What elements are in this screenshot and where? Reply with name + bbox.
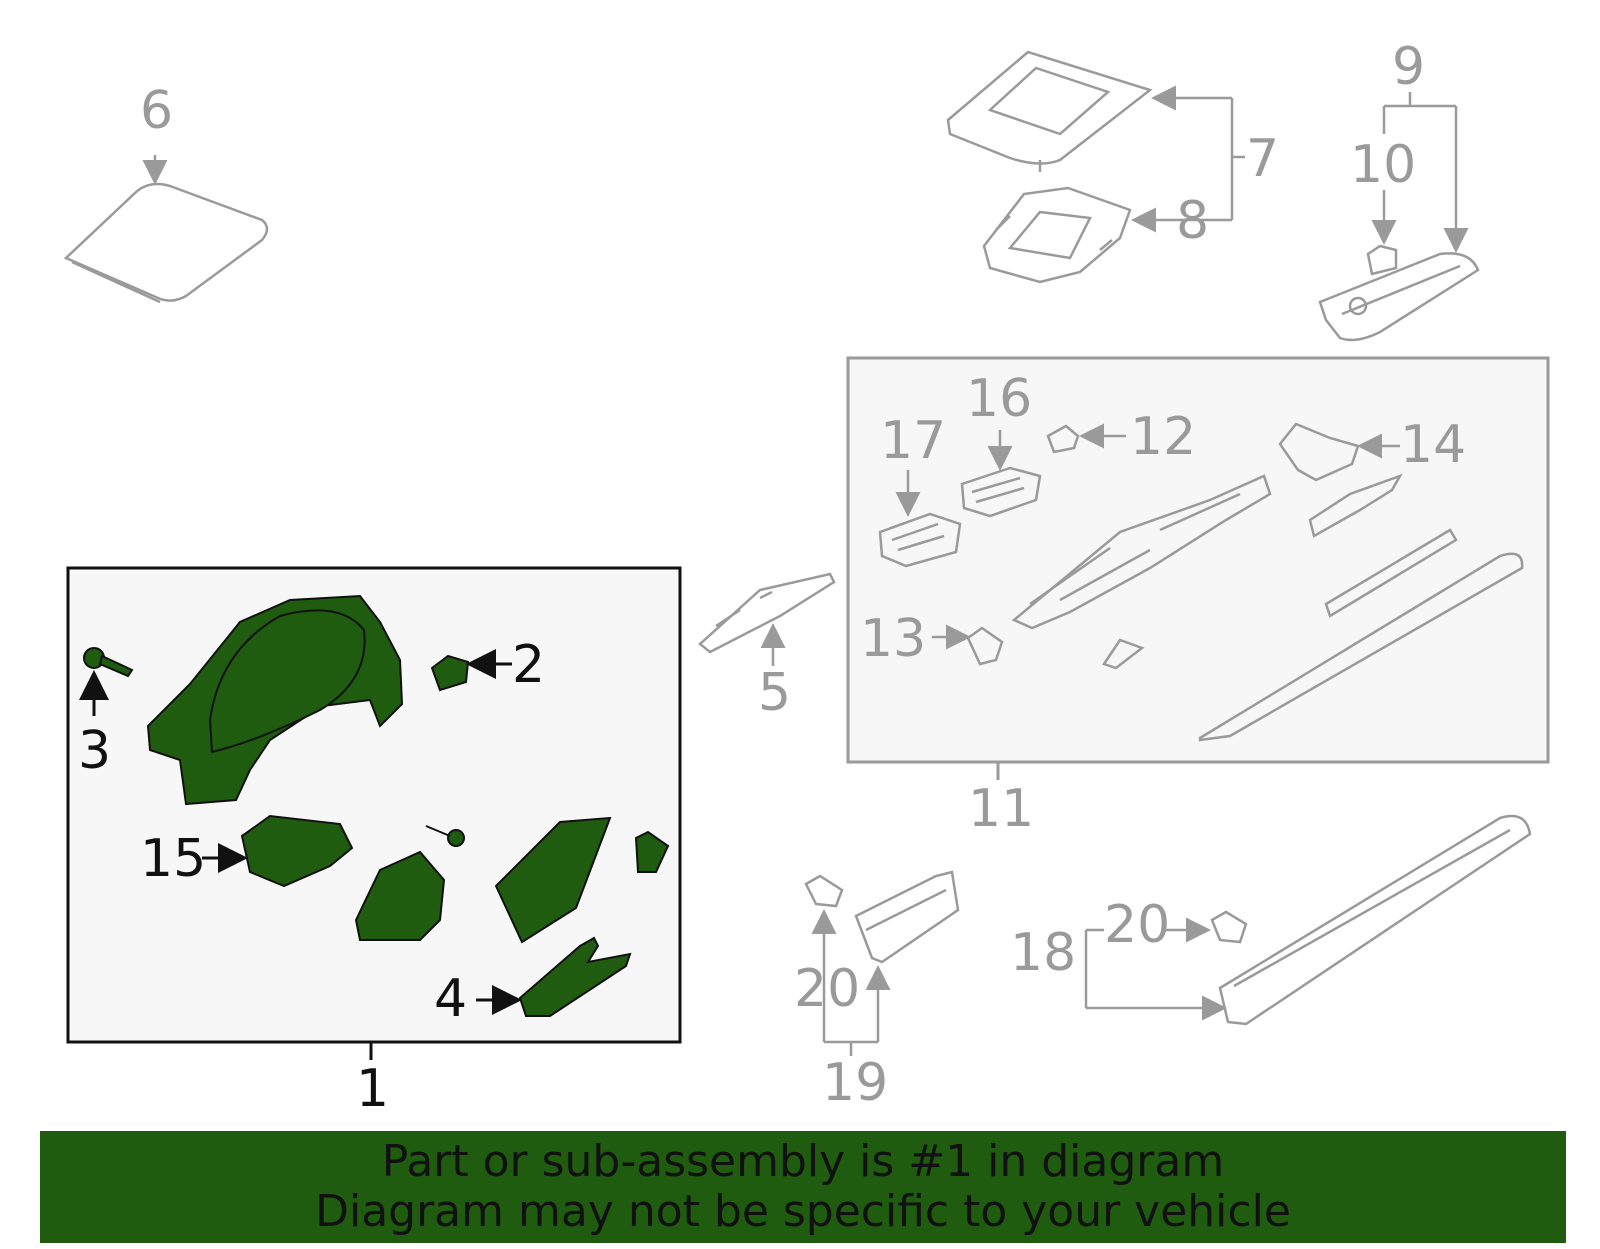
callout-6: 6 xyxy=(140,81,173,141)
callout-9: 9 xyxy=(1392,37,1425,97)
part-18-sill xyxy=(1084,814,1532,1026)
part-trim-panel xyxy=(494,816,670,944)
callout-10: 10 xyxy=(1350,135,1416,195)
part-4-bracket xyxy=(476,936,632,1017)
part-3-screw xyxy=(79,647,134,716)
part-1-cluster-housing xyxy=(146,594,404,806)
part-20-clip-a xyxy=(804,874,891,1056)
part-10-clip xyxy=(1366,244,1398,276)
part-6-cover xyxy=(63,155,269,304)
part-7-bezel xyxy=(946,50,1245,233)
callout-16: 16 xyxy=(966,369,1032,429)
part-11-frame xyxy=(1011,474,1524,742)
part-19-trim xyxy=(854,870,960,964)
callout-15: 15 xyxy=(140,829,206,889)
callout-8: 8 xyxy=(1176,191,1209,251)
callout-20-right: 20 xyxy=(1104,895,1170,955)
part-9-trim xyxy=(1318,92,1480,342)
callout-12: 12 xyxy=(1130,407,1196,467)
callout-13: 13 xyxy=(860,609,926,669)
info-banner: Part or sub-assembly is #1 in diagram Di… xyxy=(40,1131,1566,1243)
callout-11: 11 xyxy=(968,779,1034,839)
part-20-clip-b xyxy=(1164,910,1248,944)
part-5-bracket xyxy=(698,572,836,666)
callout-19: 19 xyxy=(822,1053,888,1113)
callout-7: 7 xyxy=(1246,129,1279,189)
callout-20-left: 20 xyxy=(794,959,860,1019)
part-14-bracket xyxy=(1278,422,1403,538)
banner-line-2: Diagram may not be specific to your vehi… xyxy=(315,1186,1291,1237)
part-12-clip xyxy=(1046,423,1126,454)
part-8-bracket xyxy=(982,186,1132,284)
part-13-clip xyxy=(932,624,1004,666)
callout-3: 3 xyxy=(78,721,111,781)
callout-4: 4 xyxy=(434,969,467,1029)
callout-5: 5 xyxy=(758,663,791,723)
callout-1: 1 xyxy=(356,1059,389,1119)
callout-17: 17 xyxy=(880,411,946,471)
callout-18: 18 xyxy=(1010,923,1076,983)
part-mount-bracket xyxy=(354,825,465,941)
banner-line-1: Part or sub-assembly is #1 in diagram xyxy=(381,1136,1225,1187)
callout-14: 14 xyxy=(1400,415,1466,475)
part-16-vent xyxy=(960,430,1042,518)
assembly-11-box xyxy=(846,356,1550,764)
part-17-vent xyxy=(878,470,962,568)
callout-2: 2 xyxy=(512,635,545,695)
part-15-vent xyxy=(202,814,354,888)
part-2-clip xyxy=(430,649,512,692)
